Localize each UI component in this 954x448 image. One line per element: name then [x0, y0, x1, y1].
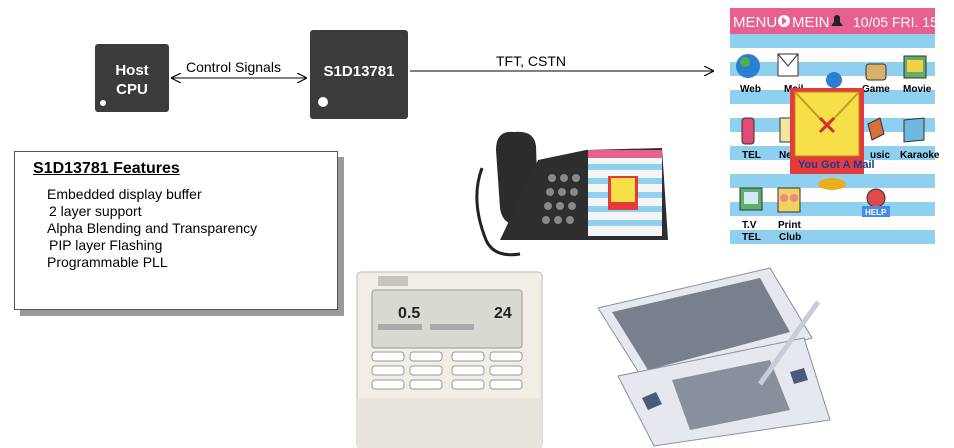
phone-icon [741, 117, 755, 145]
thermostat-value1: 0.5 [398, 305, 420, 322]
buttons-icon [790, 368, 808, 384]
host-cpu-line2: CPU [116, 81, 148, 98]
icon-label-print: Print [778, 220, 801, 231]
display-bus-label: TFT, CSTN [496, 53, 566, 69]
icon-label-web: Web [740, 84, 761, 95]
thermostat-buttons [371, 351, 523, 390]
icon-label-game: Game [862, 84, 890, 95]
status-date: 10/05 FRI. 15:34 [853, 14, 954, 30]
icon-label-tel2: TEL [742, 232, 761, 243]
feature-item: Programmable PLL [47, 254, 168, 270]
console-bottom-screen [672, 360, 790, 430]
feature-item: Alpha Blending and Transparency [47, 220, 258, 236]
print-club-icon [777, 187, 801, 213]
icon-label-music: usic [870, 150, 890, 161]
pin1-dot [100, 100, 106, 106]
control-signals-label: Control Signals [186, 59, 281, 75]
icon-label-news: Ne [779, 150, 792, 161]
keypad [542, 174, 580, 224]
icon-label-karaoke: Karaoke [900, 150, 940, 161]
console-top-screen [612, 278, 790, 370]
host-cpu-block: Host CPU [95, 44, 169, 112]
bird-icon [818, 178, 846, 190]
icon-label-help: HELP [865, 208, 887, 217]
thermostat-value2: 24 [494, 305, 512, 322]
dpad-icon [642, 392, 662, 410]
status-menu: MENU [733, 14, 777, 31]
features-box: S1D13781 Features Embedded display buffe… [14, 151, 338, 310]
pin1-dot [318, 97, 328, 107]
status-mein: MEIN [792, 14, 830, 31]
feature-item: Embedded display buffer [47, 186, 202, 202]
icon-label-club: Club [779, 232, 801, 243]
host-cpu-label: Host CPU [95, 61, 169, 99]
features-title: S1D13781 Features [33, 160, 180, 177]
host-cpu-line1: Host [115, 62, 149, 79]
feature-item: PIP layer Flashing [49, 237, 163, 253]
stylus [757, 300, 821, 386]
s1d13781-block: S1D13781 [310, 30, 408, 119]
music-icon [867, 117, 885, 141]
thermostat-display [371, 289, 523, 349]
icon-label-movie: Movie [903, 84, 932, 95]
icon-label-tv: T.V [742, 220, 757, 231]
karaoke-icon [903, 117, 925, 143]
bell-icon [831, 15, 843, 26]
s1d13781-label: S1D13781 [323, 63, 395, 80]
game-icon [865, 63, 887, 81]
mail-popup-text: You Got A Mail [798, 159, 875, 171]
icon-label-tel: TEL [742, 150, 761, 161]
feature-item: 2 layer support [49, 203, 142, 219]
